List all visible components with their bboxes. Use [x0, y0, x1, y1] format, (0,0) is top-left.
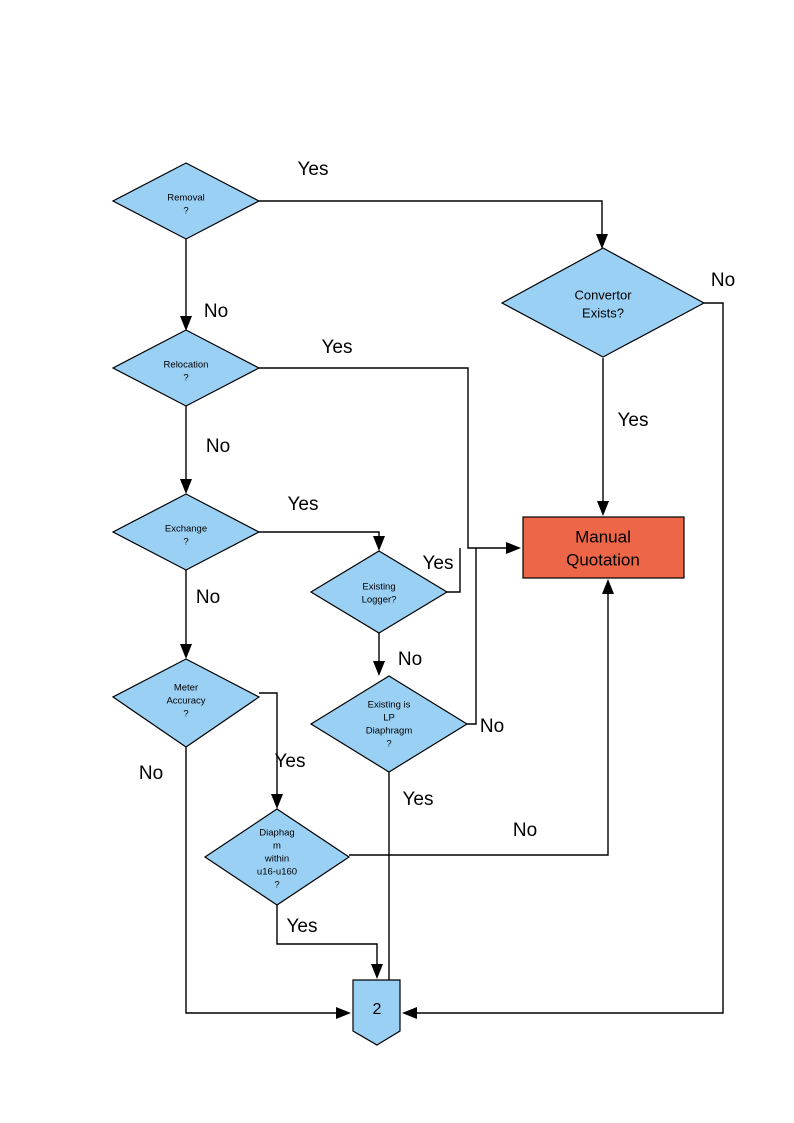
convertor-exists-label-2: Exists?: [582, 305, 624, 320]
edge-diaphagm-no: [349, 588, 609, 856]
relocation-label-1: Relocation: [164, 360, 209, 371]
relocation-diamond[interactable]: [111, 329, 261, 407]
existing-lp-label-1: Existing is: [368, 700, 411, 711]
arrowhead-relocation-yes: [506, 542, 521, 554]
diaphagm-range-label-5: ?: [274, 880, 279, 891]
edge-label-layer: Yes No Yes No Yes No No Yes Yes No No Ye…: [139, 159, 735, 937]
edge-label-meter-accuracy-yes: Yes: [275, 751, 306, 772]
diaphagm-range-label-3: within: [264, 854, 289, 865]
meter-accuracy-diamond[interactable]: [111, 658, 261, 748]
diaphagm-range-diamond[interactable]: [203, 808, 351, 906]
arrowhead-relocation-no: [180, 479, 192, 494]
arrowhead-convertor-yes: [597, 501, 609, 516]
edge-removal-yes: [259, 200, 603, 240]
edge-label-relocation-no: No: [206, 436, 230, 457]
existing-logger-label-2: Logger?: [362, 595, 397, 606]
node-relocation[interactable]: Relocation ?: [111, 329, 261, 407]
edge-label-removal-no: No: [204, 301, 228, 322]
edge-layer: [180, 200, 724, 1019]
arrowhead-diaphagm-yes: [371, 964, 383, 979]
node-existing-lp-diaphragm[interactable]: Existing is LP Diaphragm ?: [309, 675, 469, 773]
removal-diamond[interactable]: [111, 162, 261, 240]
diaphagm-range-label-4: u16-u160: [257, 867, 297, 878]
removal-label-1: Removal: [167, 193, 205, 204]
node-layer: Removal ? Relocation ? Exchange ? Meter …: [111, 162, 706, 1046]
node-removal[interactable]: Removal ?: [111, 162, 261, 240]
edge-lp-no: [467, 548, 477, 725]
convertor-exists-diamond[interactable]: [500, 247, 706, 358]
node-diaphagm-range[interactable]: Diaphag m within u16-u160 ?: [203, 808, 351, 906]
edge-label-exchange-no: No: [196, 587, 220, 608]
edge-label-convertor-yes: Yes: [618, 410, 649, 431]
diaphagm-range-label-1: Diaphag: [259, 828, 294, 839]
arrowhead-convertor-no: [402, 1007, 417, 1019]
edge-convertor-no: [411, 302, 724, 1014]
edge-exchange-yes: [259, 531, 380, 542]
edge-label-logger-yes: Yes: [423, 553, 454, 574]
edge-meter-accuracy-no: [185, 747, 342, 1014]
connector-2-pentagon[interactable]: [352, 979, 401, 1046]
edge-label-meter-accuracy-no: No: [139, 763, 163, 784]
convertor-exists-label-1: Convertor: [574, 287, 632, 302]
node-meter-accuracy[interactable]: Meter Accuracy ?: [111, 658, 261, 748]
edge-meter-accuracy-yes: [259, 692, 278, 800]
arrowhead-logger-no: [373, 661, 385, 676]
arrowhead-meter-accuracy-yes: [271, 794, 283, 809]
arrowhead-meter-accuracy-no: [336, 1007, 351, 1019]
diaphagm-range-label-2: m: [273, 841, 281, 852]
meter-accuracy-label-1: Meter: [174, 683, 198, 694]
manual-quotation-label-2: Quotation: [566, 550, 640, 569]
edge-label-lp-yes: Yes: [403, 789, 434, 810]
node-exchange[interactable]: Exchange ?: [111, 493, 261, 571]
manual-quotation-box[interactable]: [522, 516, 685, 579]
node-connector-2[interactable]: 2: [352, 979, 401, 1046]
arrowhead-exchange-yes: [373, 536, 385, 551]
manual-quotation-label-1: Manual: [575, 527, 631, 546]
node-existing-logger[interactable]: Existing Logger?: [309, 550, 449, 634]
exchange-label-2: ?: [183, 537, 188, 548]
edge-label-diaphagm-no: No: [513, 820, 537, 841]
edge-label-removal-yes: Yes: [298, 159, 329, 180]
existing-logger-label-1: Existing: [362, 582, 395, 593]
relocation-label-2: ?: [183, 373, 188, 384]
arrowhead-removal-yes: [596, 234, 608, 249]
arrowhead-diaphagm-no: [602, 579, 614, 594]
existing-logger-diamond[interactable]: [309, 550, 449, 634]
meter-accuracy-label-2: Accuracy: [166, 696, 205, 707]
edge-diaphagm-yes: [276, 905, 378, 970]
edge-logger-yes: [447, 548, 461, 593]
existing-lp-diamond[interactable]: [309, 675, 469, 773]
edge-label-lp-no: No: [480, 716, 504, 737]
connector-2-label: 2: [373, 1001, 382, 1018]
existing-lp-label-3: Diaphragm: [366, 726, 413, 737]
edge-label-logger-no: No: [398, 649, 422, 670]
node-convertor-exists[interactable]: Convertor Exists?: [500, 247, 706, 358]
exchange-diamond[interactable]: [111, 493, 261, 571]
edge-label-relocation-yes: Yes: [322, 337, 353, 358]
removal-label-2: ?: [183, 206, 188, 217]
exchange-label-1: Exchange: [165, 524, 207, 535]
node-manual-quotation[interactable]: Manual Quotation: [522, 516, 685, 579]
edge-label-diaphagm-yes: Yes: [287, 916, 318, 937]
edge-label-exchange-yes: Yes: [288, 494, 319, 515]
arrowhead-removal-no: [180, 316, 192, 331]
arrowhead-exchange-no: [180, 644, 192, 659]
existing-lp-label-4: ?: [386, 739, 391, 750]
edge-relocation-yes: [259, 367, 512, 549]
edge-label-convertor-no: No: [711, 270, 735, 291]
existing-lp-label-2: LP: [383, 713, 395, 724]
meter-accuracy-label-3: ?: [183, 709, 188, 720]
